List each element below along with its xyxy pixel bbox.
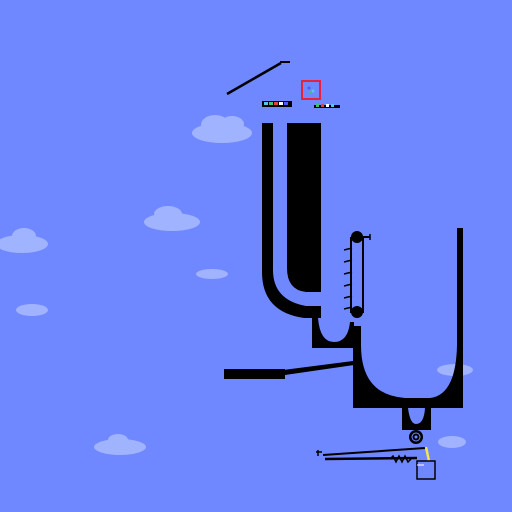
left-plank[interactable]: [224, 361, 354, 379]
cloud-icon: [16, 304, 48, 316]
cloud-icon: [192, 115, 252, 143]
yellow-trigger[interactable]: [424, 446, 431, 462]
cloud-icon: [0, 228, 48, 253]
top-ramp[interactable]: [226, 61, 290, 96]
clouds: [0, 115, 473, 455]
cloud-icon: [94, 434, 146, 455]
conveyor-belt[interactable]: [343, 231, 371, 318]
lower-lever[interactable]: [316, 447, 426, 461]
upper-channel: [262, 123, 321, 318]
bottom-funnel: [402, 408, 431, 430]
piece-tray-right[interactable]: [314, 104, 340, 108]
small-funnel: [312, 318, 354, 348]
cloud-icon: [438, 436, 466, 448]
goal-marker-icon[interactable]: [301, 80, 321, 100]
piece-tray-left[interactable]: [262, 101, 292, 107]
spring-icon[interactable]: [389, 454, 412, 464]
gear-icon[interactable]: [409, 430, 423, 444]
cloud-icon: [196, 269, 228, 279]
bucket-icon[interactable]: [416, 460, 436, 480]
cloud-icon: [144, 206, 200, 231]
large-bowl: [353, 228, 463, 408]
